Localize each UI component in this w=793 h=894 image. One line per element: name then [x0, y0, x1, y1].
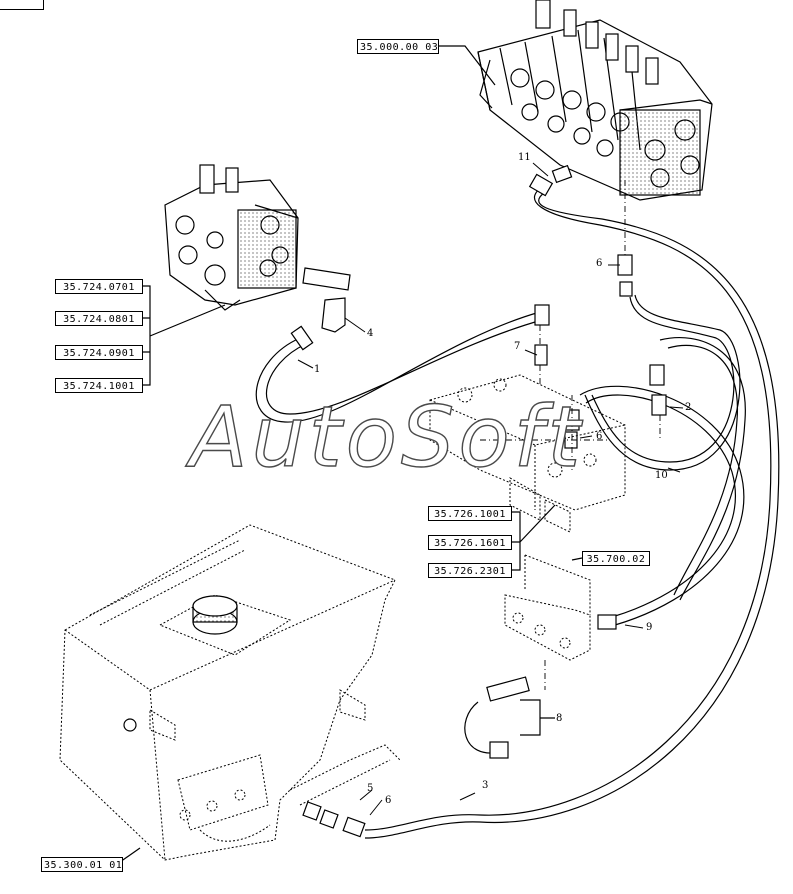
ref-aux-valve-1[interactable]: 35.724.0701 — [55, 279, 143, 294]
ref-bracket[interactable]: 35.700.02 — [582, 551, 650, 566]
callout-6-block: 6 — [596, 431, 603, 442]
callout-10: 10 — [655, 470, 668, 481]
callout-1: 1 — [314, 364, 321, 375]
ref-tank[interactable]: 35.300.01 01 — [41, 857, 123, 872]
ref-block-1[interactable]: 35.726.1001 — [428, 506, 512, 521]
callout-3: 3 — [482, 780, 489, 791]
quick-coupler — [464, 676, 530, 759]
mounting-bracket — [504, 554, 591, 661]
callout-6-top: 6 — [596, 258, 603, 269]
ref-block-3[interactable]: 35.726.2301 — [428, 563, 512, 578]
callout-6-tank: 6 — [385, 795, 392, 806]
ref-control-valve[interactable]: 35.000.00 03 — [357, 39, 439, 54]
callout-11: 11 — [518, 152, 531, 163]
callout-8: 8 — [556, 713, 563, 724]
corner-tab — [0, 0, 44, 10]
callout-4: 4 — [367, 328, 374, 339]
callout-9: 9 — [646, 622, 653, 633]
callout-7: 7 — [514, 341, 521, 352]
ref-aux-valve-2[interactable]: 35.724.0801 — [55, 311, 143, 326]
ref-block-2[interactable]: 35.726.1601 — [428, 535, 512, 550]
watermark: AutoSoft — [189, 388, 585, 486]
ref-aux-valve-4[interactable]: 35.724.1001 — [55, 378, 143, 393]
callout-5: 5 — [367, 783, 374, 794]
auxiliary-valve — [164, 164, 299, 311]
ref-aux-valve-3[interactable]: 35.724.0901 — [55, 345, 143, 360]
main-control-valve — [477, 0, 713, 201]
hydraulic-tank — [59, 524, 401, 861]
manifold-block — [429, 374, 626, 533]
hose-lines — [255, 184, 780, 839]
callout-2: 2 — [685, 402, 692, 413]
